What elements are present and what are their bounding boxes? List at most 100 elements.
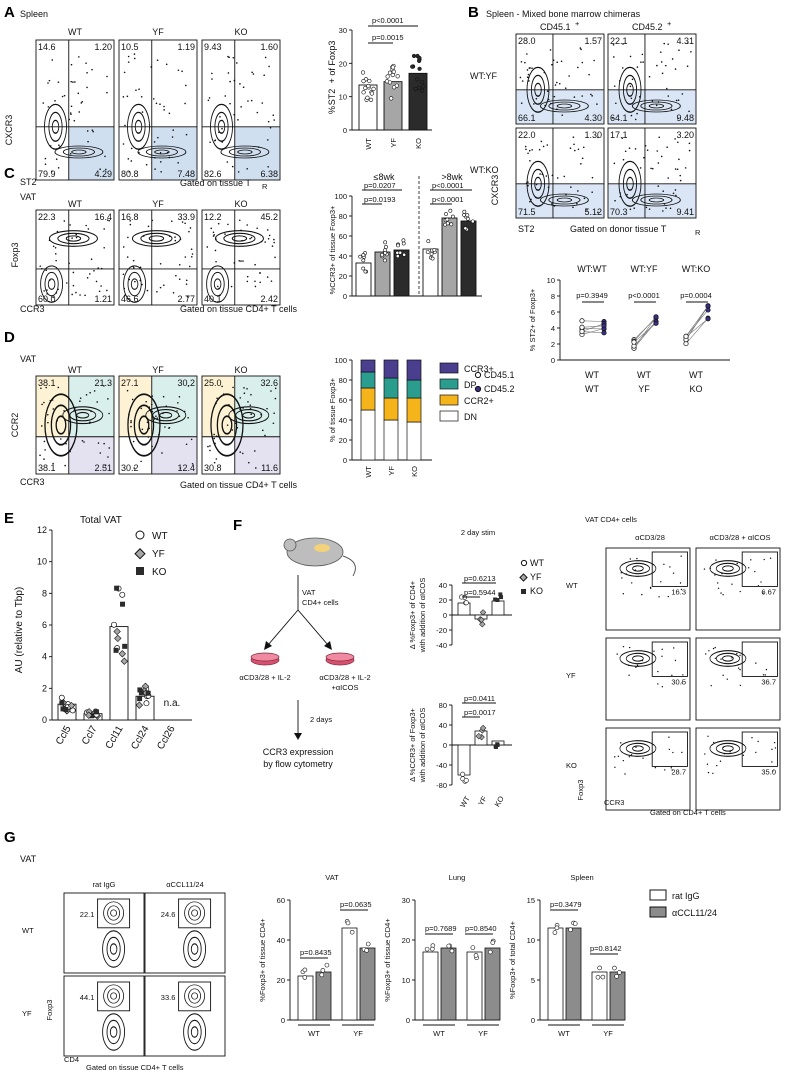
d-stack-segment-dp bbox=[361, 372, 375, 388]
g-bar-point bbox=[450, 949, 454, 953]
g-bar-point bbox=[366, 942, 370, 946]
a-plot-1-event-dot bbox=[124, 72, 126, 74]
f-flow-event-dot bbox=[731, 584, 732, 585]
c-plot-2-event-dot bbox=[213, 235, 215, 237]
g-bar-point bbox=[346, 921, 350, 925]
d-plot-title: YF bbox=[152, 365, 164, 375]
d-plot-1-event-dot bbox=[187, 417, 189, 419]
b-paired-point-cd451 bbox=[684, 334, 688, 338]
d-plot-2-event-dot bbox=[273, 422, 275, 424]
f-dish2a-label: αCD3/28 + IL-2 bbox=[319, 673, 370, 682]
d-plot-2-event-dot bbox=[214, 443, 216, 445]
c-bar-point bbox=[433, 248, 436, 251]
b-paired-link bbox=[634, 323, 656, 342]
g-flow-col2: αCCL11/24 bbox=[166, 880, 204, 889]
b-plot-0-0-event-dot bbox=[555, 84, 557, 86]
c-plot-1-event-dot bbox=[140, 267, 142, 269]
b-plot-1-1-event-dot bbox=[657, 185, 659, 187]
f-flow-event-dot bbox=[760, 581, 761, 582]
b-plot-1-0-event-dot bbox=[576, 203, 578, 205]
g-bar-ylabel: %Foxp3+ of tissue CD4+ bbox=[258, 918, 267, 1002]
b-plot-0-0-event-dot bbox=[588, 74, 590, 76]
f-flow-event-dot bbox=[635, 667, 636, 668]
c-bar-point bbox=[430, 252, 433, 255]
b-plot-0-0-event-dot bbox=[528, 80, 530, 82]
f-flow-event-dot bbox=[740, 685, 741, 686]
panel-letter-a: A bbox=[4, 4, 15, 21]
g-bar-tick-label: 0 bbox=[281, 1016, 285, 1025]
b-paired-point-cd451 bbox=[632, 340, 636, 344]
a-plot-0-event-dot bbox=[106, 76, 108, 78]
d-plot-2-event-dot bbox=[254, 450, 256, 452]
e-category: Ccl24 bbox=[129, 724, 152, 752]
b-plot-1-1-event-dot bbox=[678, 159, 680, 161]
a-plot-0-event-dot bbox=[81, 101, 83, 103]
b-paired-link bbox=[582, 326, 604, 327]
d-stack-segment-ccr3 bbox=[407, 360, 421, 380]
a-plot-0-q2-value: 1.20 bbox=[94, 42, 112, 52]
g-bar-category: WT bbox=[558, 1029, 570, 1038]
a-plot-0-event-dot bbox=[87, 141, 89, 143]
d-stack-segment-ccr2 bbox=[407, 398, 421, 422]
g-flow-contour bbox=[185, 902, 205, 924]
b-paired-point-cd452 bbox=[654, 315, 658, 319]
c-plot-1-q2-value: 33.9 bbox=[177, 212, 195, 222]
d-plot-2-event-dot bbox=[248, 462, 250, 464]
b-plot-0-1-event-dot bbox=[619, 80, 621, 82]
c-plot-0-event-dot bbox=[85, 225, 87, 227]
f-flow-event-dot bbox=[621, 572, 622, 573]
b-plot-0-1-event-dot bbox=[675, 68, 677, 70]
g-bar-title: VAT bbox=[325, 873, 339, 882]
a-plot-0-event-dot bbox=[92, 131, 94, 133]
a-plot-0-event-dot bbox=[74, 81, 76, 83]
g-flow-frame bbox=[64, 976, 144, 1056]
b-plot-1-0-event-dot bbox=[565, 194, 567, 196]
g-flow-contour bbox=[185, 985, 205, 1007]
a-plot-0-event-dot bbox=[58, 144, 60, 146]
e-legend-yf: YF bbox=[152, 549, 165, 560]
c-plot-1-event-dot bbox=[133, 267, 135, 269]
d-plot-1-event-dot bbox=[191, 439, 193, 441]
d-stack-segment-dn bbox=[407, 422, 421, 460]
c-plot-2-event-dot bbox=[239, 219, 241, 221]
c-bar-point bbox=[384, 251, 387, 254]
f-result1-label: CCR3 expression bbox=[263, 747, 334, 757]
b-plot-1-1-event-dot bbox=[656, 150, 658, 152]
d-plot-0-event-dot bbox=[53, 408, 55, 410]
g-bar-point bbox=[573, 922, 577, 926]
d-plot-0-event-dot bbox=[44, 441, 46, 443]
g-bar-ylabel: %Foxp3+ of tissue CD4+ bbox=[383, 918, 392, 1002]
c-plot-0-event-dot bbox=[55, 260, 57, 262]
a-plot-0-event-dot bbox=[51, 59, 53, 61]
b-plot-1-1-event-dot bbox=[658, 136, 660, 138]
f-legend-wt: WT bbox=[530, 558, 544, 568]
g-bar-pvalue: p=0.0635 bbox=[340, 900, 372, 909]
a-plot-1-event-dot bbox=[146, 164, 148, 166]
g-bar-point bbox=[447, 944, 451, 948]
c-plot-2-event-dot bbox=[215, 238, 217, 240]
c-bar-point bbox=[383, 259, 386, 262]
b-plot-1-0-event-dot bbox=[546, 175, 548, 177]
f-flow-event-dot bbox=[727, 678, 728, 679]
e-category: Ccl11 bbox=[104, 724, 126, 751]
f-bot-ylabel2: with addition of αICOS bbox=[418, 708, 427, 784]
a-plot-0-event-dot bbox=[47, 82, 49, 84]
a-bar-point bbox=[417, 59, 421, 63]
b-paired-point-cd451 bbox=[580, 329, 584, 333]
b-plot-1-0-event-dot bbox=[563, 176, 565, 178]
a-plot-0-event-dot bbox=[72, 81, 74, 83]
b-plot-1-0-event-dot bbox=[536, 184, 538, 186]
a-plot-2-event-dot bbox=[267, 166, 269, 168]
b-plot-0-1-event-dot bbox=[688, 111, 690, 113]
a-plot-1-event-dot bbox=[128, 56, 130, 58]
c-plot-2-event-dot bbox=[267, 276, 269, 278]
c-plot-1-event-dot bbox=[190, 227, 192, 229]
b-plot-1-0-q4-value: 5.12 bbox=[584, 207, 602, 217]
f-flow-gated: Gated on CD4+ T cells bbox=[650, 808, 726, 817]
d-plot-1-event-dot bbox=[186, 443, 188, 445]
a-plot-1-event-dot bbox=[159, 103, 161, 105]
b-paired-link bbox=[582, 324, 604, 332]
c-plot-2-event-dot bbox=[238, 260, 240, 262]
a-plot-1-event-dot bbox=[160, 152, 162, 154]
b-plot-0-1-event-dot bbox=[613, 56, 615, 58]
